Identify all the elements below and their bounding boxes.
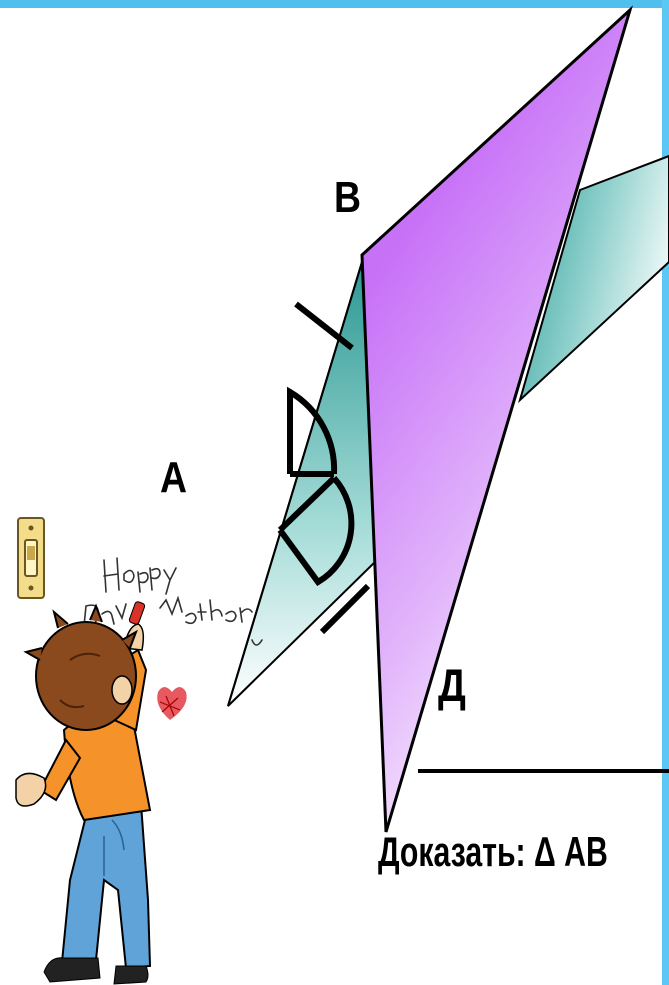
boy-drawing-icon — [15, 601, 152, 985]
angle-arc-lower — [277, 475, 355, 586]
vertex-label-b: B — [334, 173, 362, 222]
angle-arc-upper — [287, 386, 338, 475]
heart-scribble-icon — [157, 687, 187, 720]
tick-mark-upper — [294, 301, 354, 351]
plane-teal-right — [518, 154, 669, 404]
tick-mark-lower — [319, 583, 371, 635]
vertex-label-d: Д — [438, 659, 466, 711]
proof-caption: Доказать: Δ АВ — [378, 828, 608, 875]
top-band — [0, 0, 669, 8]
plane-teal-left — [227, 261, 377, 707]
plane-purple — [360, 5, 633, 833]
vertex-label-a: A — [160, 453, 188, 502]
light-switch-icon — [17, 517, 45, 599]
right-border — [662, 0, 669, 985]
